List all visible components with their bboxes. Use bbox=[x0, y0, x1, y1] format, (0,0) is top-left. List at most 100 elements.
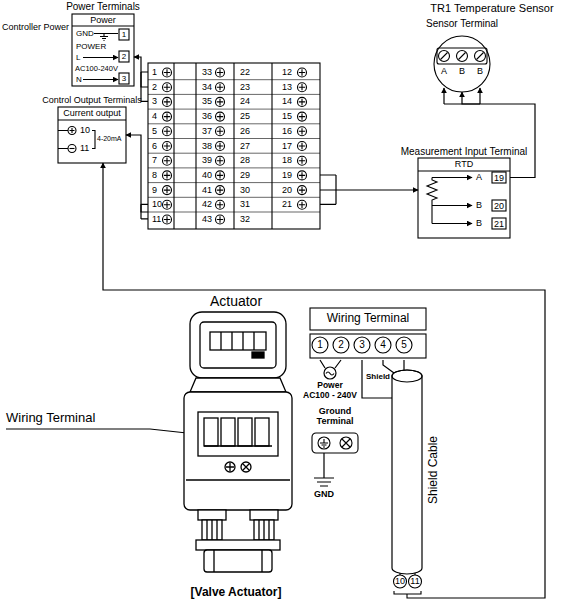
pin-number: 16 bbox=[282, 126, 292, 136]
pin-number: 13 bbox=[282, 82, 292, 92]
pin-number: 22 bbox=[240, 67, 250, 77]
part-label: Power bbox=[317, 381, 343, 391]
part-label: Controller Power bbox=[2, 22, 69, 32]
terminal-label: 4-20mA bbox=[97, 135, 122, 143]
terminal-label: N bbox=[76, 75, 82, 84]
terminal-label: 3 bbox=[359, 339, 365, 351]
actuator-wiring-terminal: Wiring Terminal12345 bbox=[310, 308, 426, 360]
node-outline bbox=[312, 433, 358, 453]
pin-number: 15 bbox=[282, 111, 292, 121]
connector bbox=[320, 189, 418, 190]
node-heading: Ground Terminal bbox=[311, 406, 359, 427]
part-label: GND bbox=[314, 489, 334, 499]
pin-number: 38 bbox=[202, 141, 212, 151]
terminal-label: GND bbox=[76, 29, 94, 38]
sensor-terminal: TR1 Temperature SensorSensor TerminalABB bbox=[434, 36, 490, 92]
pin-number: 10 bbox=[152, 199, 162, 209]
terminal-label: AC100-240V bbox=[75, 65, 118, 74]
part-label: Actuator bbox=[210, 293, 262, 309]
node-heading: Power Terminals bbox=[66, 1, 140, 13]
pin-number: 17 bbox=[282, 141, 292, 151]
current-output-box: Control Output TerminalsCurrent output10… bbox=[58, 107, 126, 163]
pin-number: 43 bbox=[202, 214, 212, 224]
shield-cable: Shield Cable 10 11 bbox=[392, 370, 446, 602]
node-heading: Shield Cable bbox=[427, 436, 441, 504]
pin-number: 32 bbox=[240, 214, 250, 224]
pin-number: 3 bbox=[152, 96, 157, 106]
terminal-label: 10 bbox=[80, 125, 90, 135]
pin-number: 26 bbox=[240, 126, 250, 136]
figure-caption: [Valve Actuator] bbox=[191, 586, 282, 600]
terminal-label: B bbox=[459, 66, 465, 76]
pin-number: 33 bbox=[202, 67, 212, 77]
terminal-label: 20 bbox=[494, 201, 504, 211]
connector bbox=[134, 57, 148, 87]
signal-wire bbox=[383, 360, 394, 373]
pin-number: 18 bbox=[282, 155, 292, 165]
pin-number: 39 bbox=[202, 155, 212, 165]
controller-terminal-block: 1234567891011333435363738394041424322232… bbox=[148, 63, 320, 229]
terminal-label: 11 bbox=[80, 143, 89, 153]
shield-wire bbox=[362, 360, 392, 398]
connector bbox=[403, 360, 404, 370]
part-label: Shield bbox=[366, 372, 390, 381]
actuator-drawing bbox=[184, 312, 292, 572]
terminal-label: 2 bbox=[338, 339, 344, 351]
node-heading: TR1 Temperature Sensor bbox=[430, 2, 553, 15]
terminal-label: 19 bbox=[494, 173, 504, 183]
terminal-label: 10 bbox=[395, 576, 405, 586]
terminal-label: 1 bbox=[317, 339, 323, 351]
connector bbox=[126, 135, 148, 212]
terminal-label: A bbox=[476, 172, 482, 182]
node-outline bbox=[434, 36, 490, 92]
pin-number: 40 bbox=[202, 170, 212, 180]
pin-number: 27 bbox=[240, 141, 250, 151]
terminal-label: 21 bbox=[494, 219, 504, 229]
pin-number: 37 bbox=[202, 126, 212, 136]
pin-number: 6 bbox=[152, 141, 157, 151]
pin-number: 30 bbox=[240, 185, 250, 195]
pin-number: 7 bbox=[152, 155, 157, 165]
pin-number: 9 bbox=[152, 185, 157, 195]
pin-number: 2 bbox=[152, 82, 157, 92]
connector bbox=[103, 163, 545, 598]
terminal-label: A bbox=[441, 66, 447, 76]
pin-number: 23 bbox=[240, 82, 250, 92]
node-outline bbox=[148, 63, 320, 229]
rtd-input-box: Measurement Input TerminalRTDA19B20B21 bbox=[418, 158, 510, 238]
terminal-label: L bbox=[76, 53, 80, 62]
terminal-label: 4 bbox=[380, 339, 386, 351]
node-heading: Measurement Input Terminal bbox=[401, 146, 528, 158]
part-label: AC100 - 240V bbox=[303, 391, 357, 401]
terminal-label: 11 bbox=[410, 576, 419, 586]
terminal-label: 5 bbox=[401, 339, 407, 351]
pin-number: 21 bbox=[282, 199, 292, 209]
pin-number: 31 bbox=[240, 199, 250, 209]
pin-number: 34 bbox=[202, 82, 212, 92]
pin-number: 12 bbox=[282, 67, 292, 77]
pin-number: 41 bbox=[202, 185, 212, 195]
terminal-label: Sensor Terminal bbox=[426, 18, 498, 30]
pin-number: 1 bbox=[152, 67, 157, 77]
terminal-label: Current output bbox=[63, 108, 121, 118]
terminal-label: 1 bbox=[122, 30, 126, 39]
ac-source-symbol bbox=[326, 372, 334, 375]
pin-number: 42 bbox=[202, 199, 212, 209]
terminal-label: RTD bbox=[455, 159, 473, 169]
power-terminal-box: Power TerminalsPowerGND1POWERL2AC100-240… bbox=[72, 14, 134, 86]
terminal-label: POWER bbox=[76, 42, 106, 51]
pin-number: 24 bbox=[240, 96, 250, 106]
terminal-label: Power bbox=[90, 15, 116, 25]
sensor-wire bbox=[479, 88, 480, 104]
pin-number: 36 bbox=[202, 111, 212, 121]
terminal-label: 2 bbox=[122, 52, 126, 61]
pin-number: 20 bbox=[282, 185, 292, 195]
pin-number: 14 bbox=[282, 96, 292, 106]
terminal-label: B bbox=[476, 200, 482, 210]
ac-source-symbol bbox=[324, 367, 336, 379]
pin-number: 19 bbox=[282, 170, 292, 180]
sensor-wire bbox=[443, 88, 444, 104]
pin-number: 8 bbox=[152, 170, 157, 180]
